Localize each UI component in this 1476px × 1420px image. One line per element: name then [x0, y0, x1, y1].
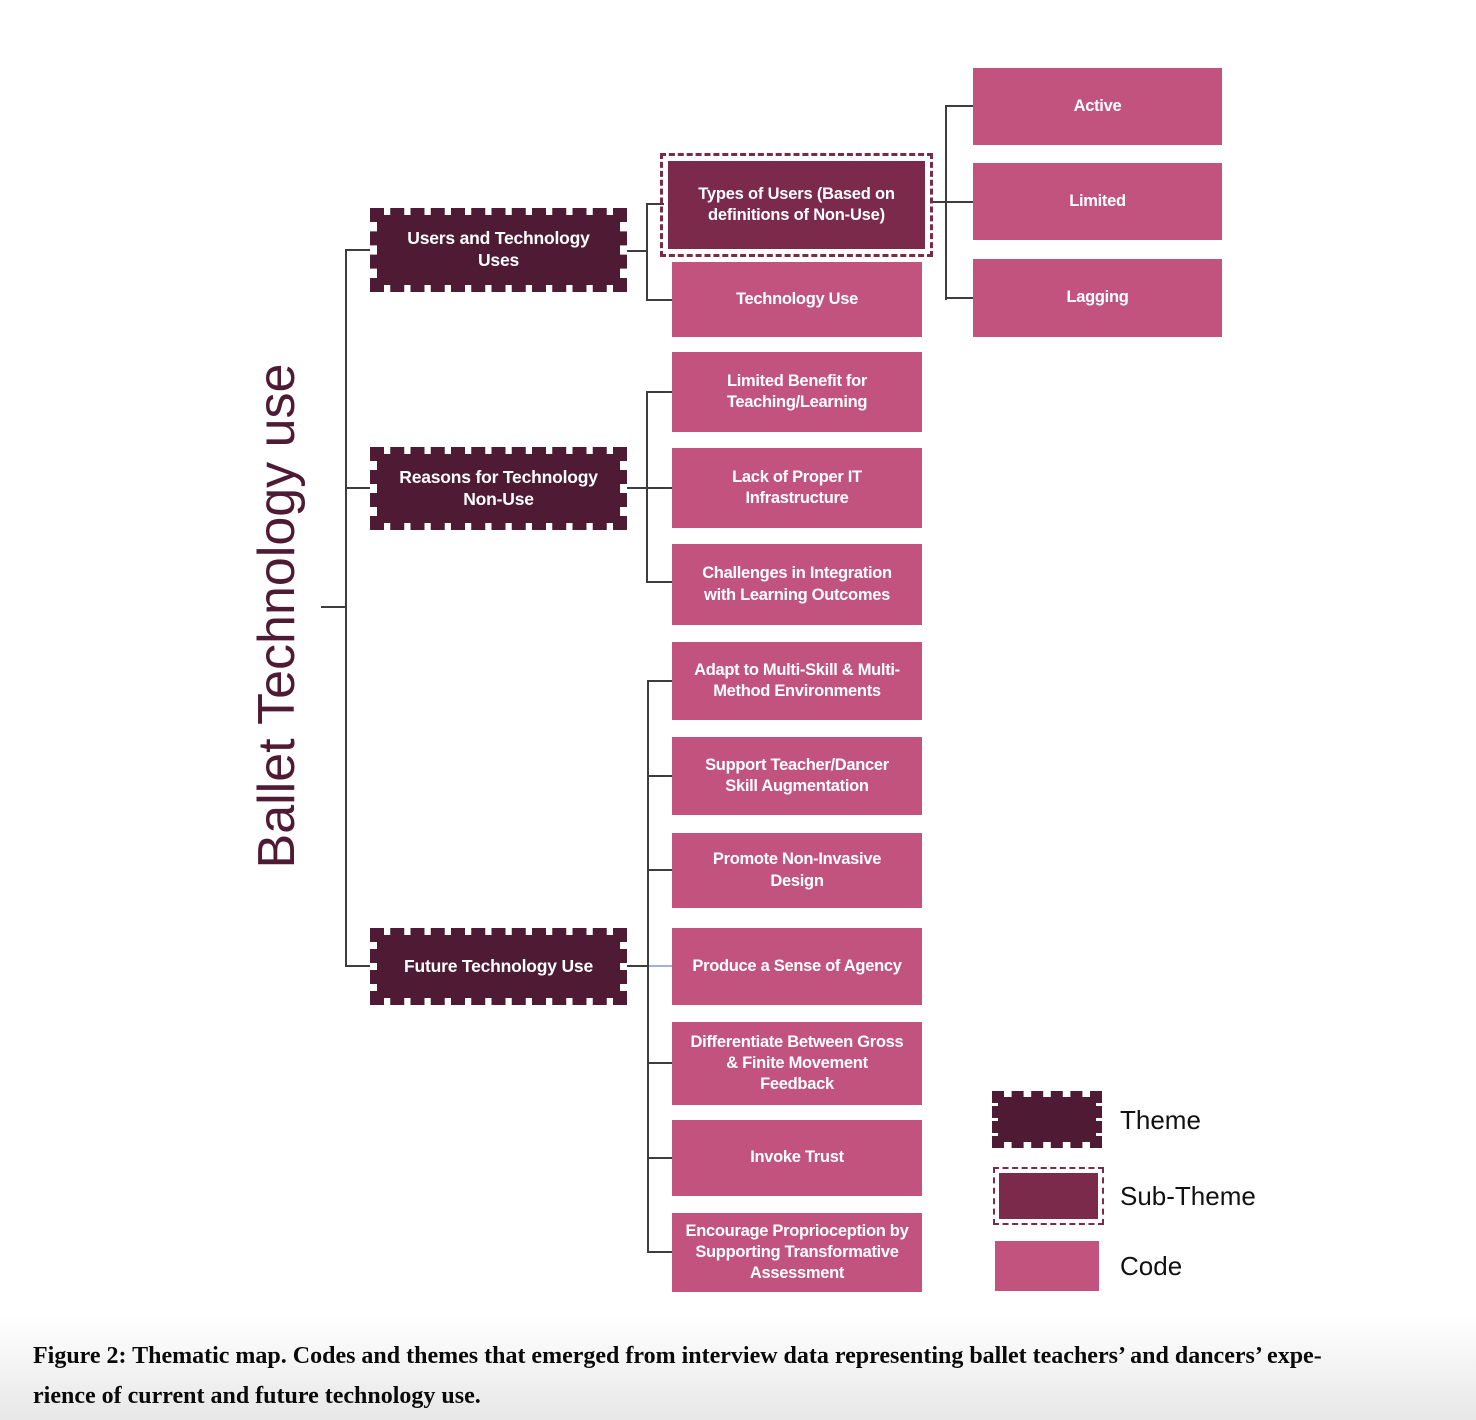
connector-stub-subtheme — [646, 203, 664, 205]
code-box-active: Active — [973, 68, 1222, 145]
diagram-root-title: Ballet Technology use — [248, 363, 306, 869]
code-box-adapt-multi-skill: Adapt to Multi-Skill & Multi- Method Env… — [672, 642, 922, 720]
connector-branch-users — [345, 249, 370, 251]
connector-reasons-in — [627, 487, 672, 489]
code-box-produce-sense-of-agency: Produce a Sense of Agency — [672, 928, 922, 1005]
connector-users-bracket — [646, 203, 648, 301]
connector-stub-differentiate — [647, 1062, 672, 1064]
connector-subtheme-out — [930, 201, 973, 203]
connector-stub-lagging — [945, 297, 973, 299]
connector-stub-challenges — [646, 581, 672, 583]
code-box-encourage-proprioception: Encourage Proprioception by Supporting T… — [672, 1213, 922, 1292]
code-box-limited-benefit: Limited Benefit for Teaching/Learning — [672, 352, 922, 432]
legend-label-theme: Theme — [1120, 1105, 1201, 1135]
connector-stub-technology-use — [646, 299, 672, 301]
theme-box-reasons-for-technology-non-use: Reasons for Technology Non-Use — [370, 447, 627, 530]
legend-label-code: Code — [1120, 1251, 1183, 1281]
subtheme-box-types-of-users: Types of Users (Based on definitions of … — [660, 153, 933, 257]
figure-caption: Figure 2: Thematic map. Codes and themes… — [33, 1336, 1453, 1416]
legend-swatch-code — [995, 1241, 1099, 1291]
legend-swatch-theme — [992, 1091, 1102, 1148]
code-box-challenges-in-integration: Challenges in Integration with Learning … — [672, 544, 922, 625]
connector-stub-adapt — [647, 680, 672, 682]
legend-label-subtheme: Sub-Theme — [1120, 1181, 1256, 1211]
theme-box-future-technology-use: Future Technology Use — [370, 928, 627, 1005]
code-box-lagging: Lagging — [973, 259, 1222, 337]
connector-stub-encourage — [647, 1251, 672, 1253]
connector-branch-future — [345, 965, 370, 967]
code-box-technology-use: Technology Use — [672, 262, 922, 337]
code-box-support-skill-augmentation: Support Teacher/Dancer Skill Augmentatio… — [672, 737, 922, 815]
theme-label: Users and Technology Uses — [407, 228, 590, 270]
code-box-limited: Limited — [973, 163, 1222, 240]
connector-trunk — [345, 249, 347, 967]
page-bottom-fade — [0, 1316, 1476, 1420]
legend-swatch-subtheme — [993, 1167, 1104, 1225]
connector-reasons-bracket — [646, 391, 648, 583]
theme-box-users-and-technology-uses: Users and Technology Uses — [370, 208, 627, 292]
connector-stub-limited-benefit — [646, 391, 672, 393]
connector-future-bracket — [647, 680, 649, 1253]
connector-future-in — [627, 965, 649, 967]
code-box-lack-of-it-infrastructure: Lack of Proper IT Infrastructure — [672, 448, 922, 528]
connector-stub-invoke — [647, 1157, 672, 1159]
connector-stub-promote — [647, 869, 672, 871]
figure-caption-line2: rience of current and future technology … — [33, 1383, 481, 1409]
subtheme-label: Types of Users (Based on definitions of … — [698, 184, 895, 224]
connector-stub-produce — [649, 965, 672, 967]
theme-label: Future Technology Use — [404, 955, 593, 976]
code-box-invoke-trust: Invoke Trust — [672, 1120, 922, 1196]
connector-stub-support — [647, 775, 672, 777]
connector-stub-active — [945, 105, 973, 107]
code-box-promote-non-invasive-design: Promote Non-Invasive Design — [672, 833, 922, 908]
connector-title-stub — [321, 606, 347, 608]
connector-types-bracket — [945, 105, 947, 300]
connector-branch-reasons — [345, 487, 370, 489]
code-box-differentiate-feedback: Differentiate Between Gross & Finite Mov… — [672, 1022, 922, 1105]
theme-label: Reasons for Technology Non-Use — [399, 466, 598, 509]
connector-users-in — [627, 250, 648, 252]
figure-caption-line1: Figure 2: Thematic map. Codes and themes… — [33, 1343, 1322, 1369]
